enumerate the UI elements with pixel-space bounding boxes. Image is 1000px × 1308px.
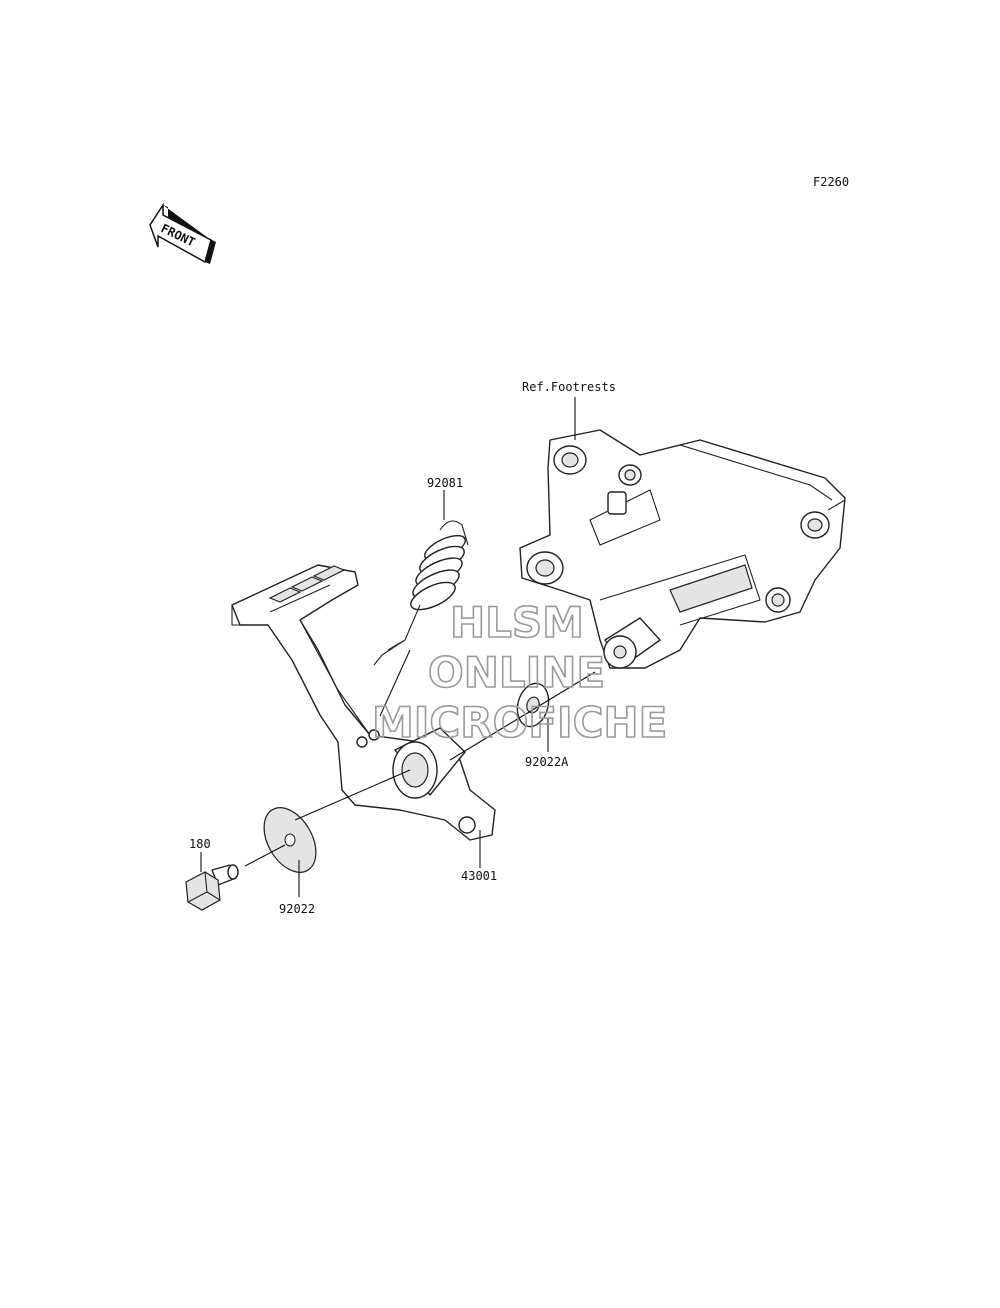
part-label-180: 180	[189, 837, 211, 851]
watermark-line-1: HLSM	[450, 598, 584, 647]
return-spring	[373, 520, 469, 666]
part-label-43001: 43001	[461, 869, 497, 883]
part-label-92022a: 92022A	[525, 755, 569, 769]
front-arrow-icon: FRONT	[149, 202, 216, 264]
washer-92022	[263, 807, 317, 873]
watermark: HLSM ONLINE MICROFICHE	[371, 597, 668, 748]
watermark-line-2: ONLINE	[428, 648, 605, 697]
part-label-92022: 92022	[279, 902, 315, 916]
bolt-180	[185, 864, 239, 911]
figure-code: F2260	[813, 175, 849, 189]
brake-pedal	[231, 564, 496, 841]
ref-footrests-label: Ref.Footrests	[522, 380, 616, 394]
part-label-92081: 92081	[427, 476, 463, 490]
footrest-bracket	[519, 429, 846, 669]
watermark-line-3: MICROFICHE	[372, 698, 667, 747]
